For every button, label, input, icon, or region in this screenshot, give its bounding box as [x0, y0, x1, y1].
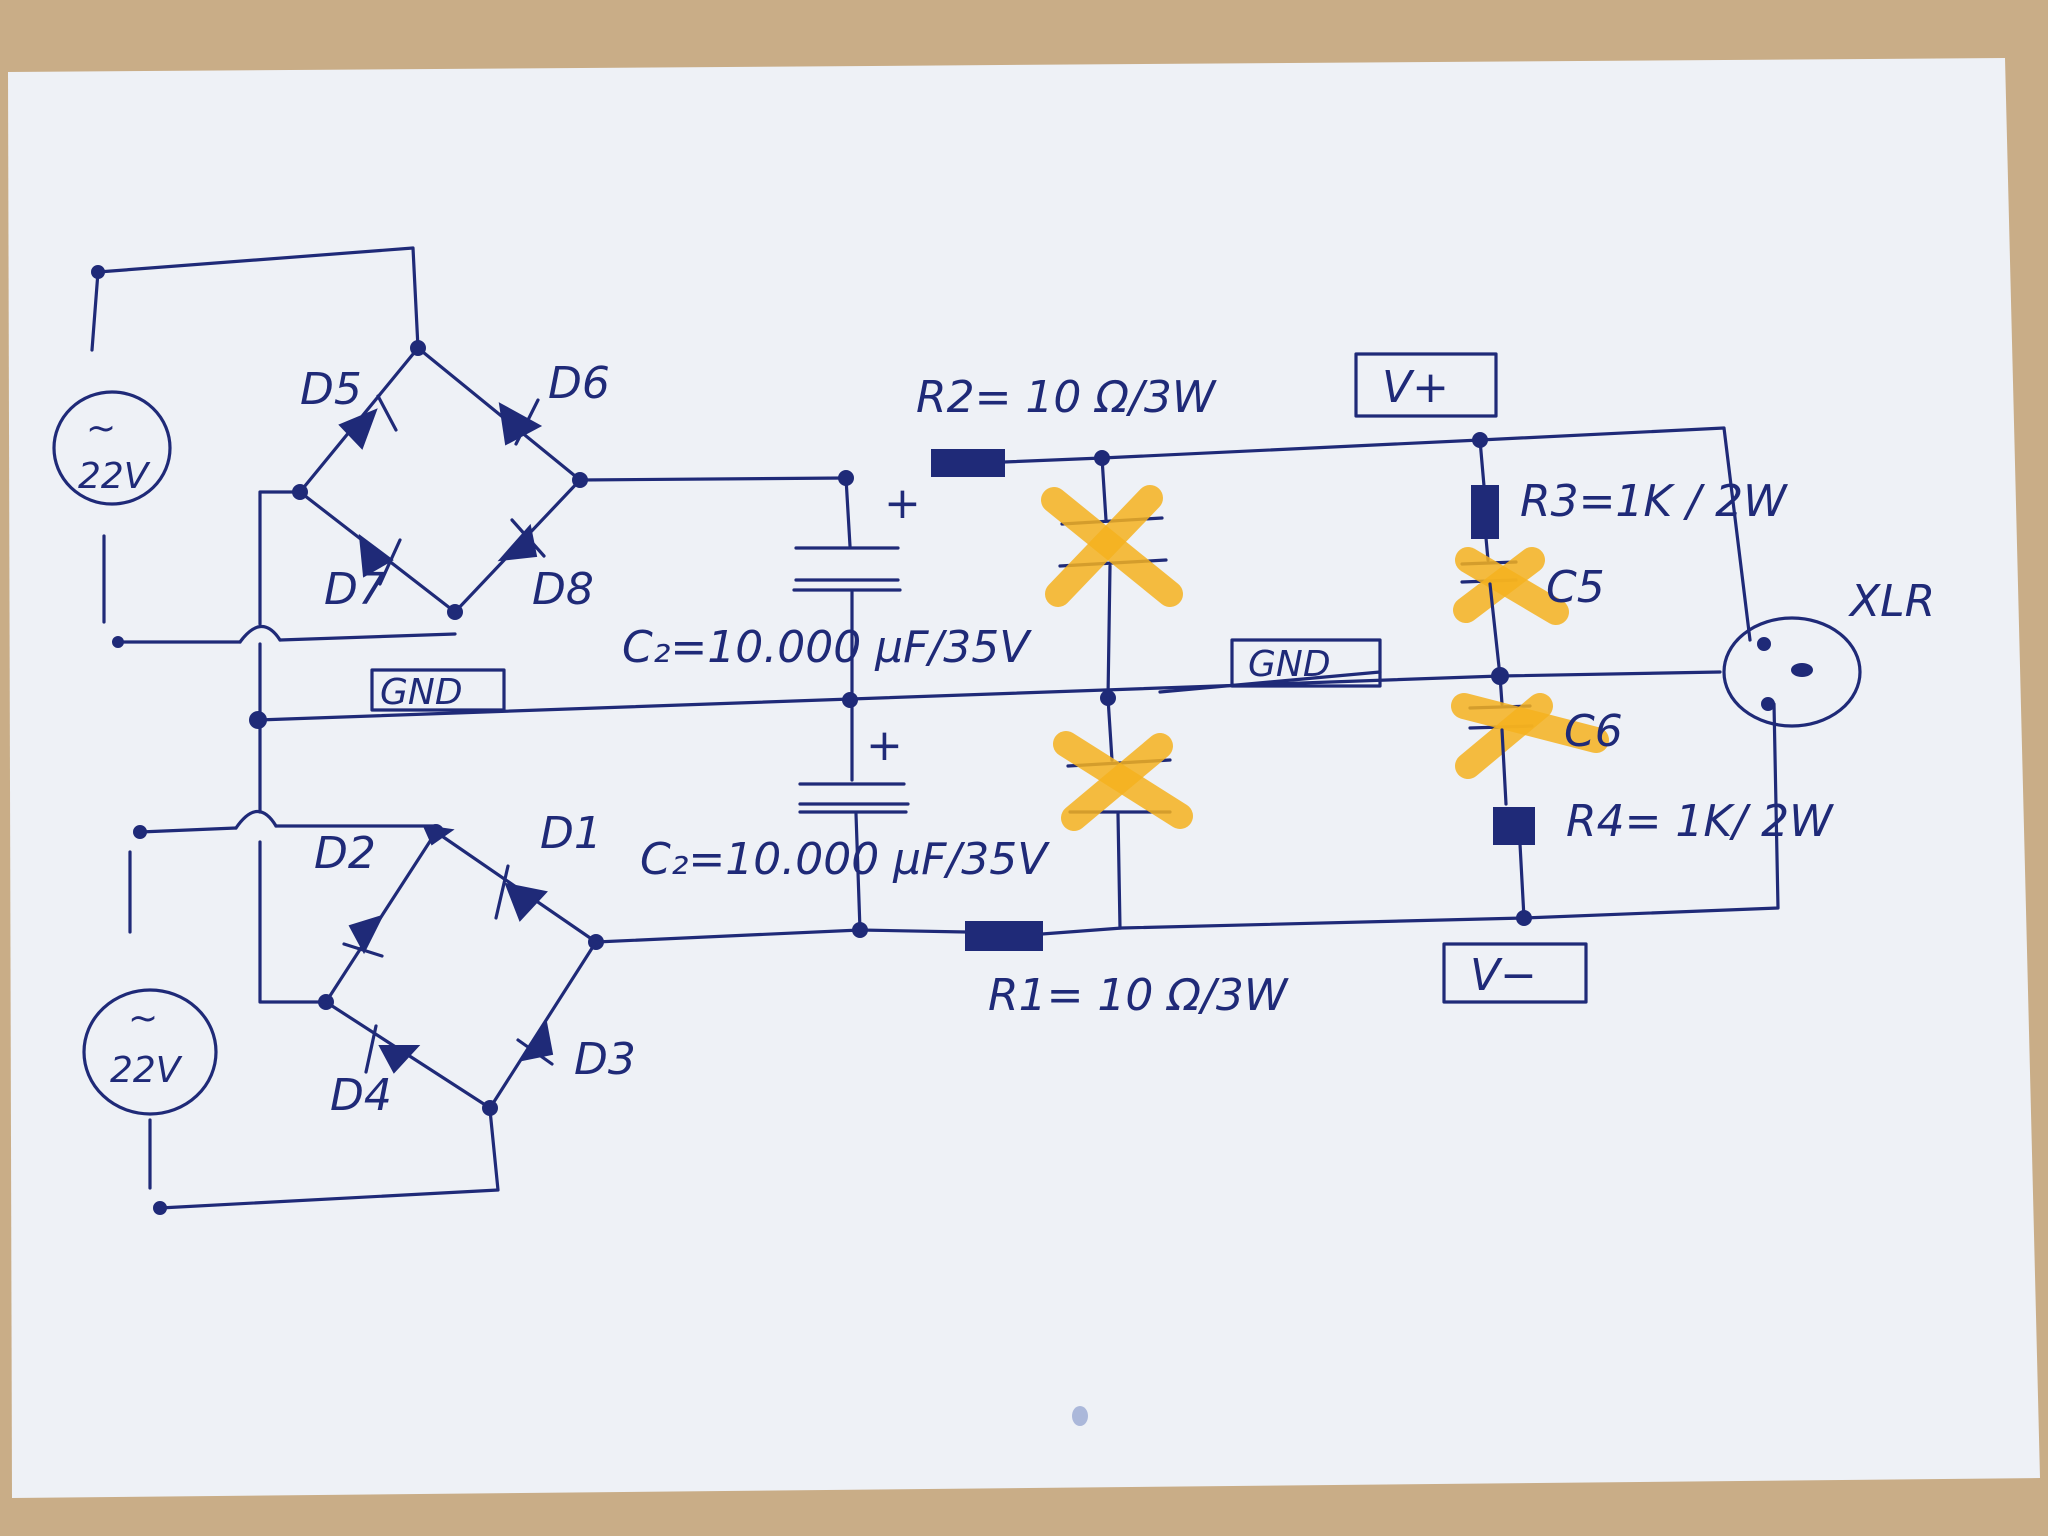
- plus-bottom: +: [866, 720, 903, 771]
- capacitor-c2-bottom: + C₂=10.000 μF/35V: [640, 698, 1050, 932]
- svg-text:22V: 22V: [110, 1050, 183, 1091]
- ac-source-top: ~ 22V: [52, 246, 420, 648]
- diode-d4: [364, 1024, 421, 1074]
- v-minus-tag: V−: [1470, 950, 1537, 1001]
- bridge-rectifier-top: D5 D6 D7 D8: [292, 340, 610, 620]
- gnd-tag-mid: GND: [1248, 644, 1331, 685]
- ac-source-bottom: ~ 22V: [82, 825, 500, 1215]
- diode-top-small: [422, 824, 455, 846]
- resistor-r1: [965, 921, 1043, 951]
- paper-sheet: [8, 58, 2040, 1498]
- label-c2-top: C₂=10.000 μF/35V: [622, 622, 1032, 673]
- svg-text:~: ~: [128, 998, 158, 1039]
- label-xlr: XLR: [1848, 576, 1935, 627]
- label-r4: R4= 1K/ 2W: [1566, 796, 1834, 847]
- plus-top: +: [884, 478, 921, 529]
- resistor-r4: [1493, 807, 1535, 845]
- crossed-capacitor-upper: [1041, 456, 1183, 700]
- crossed-capacitor-lower: [1053, 696, 1193, 930]
- label-r2: R2= 10 Ω/3W: [916, 372, 1217, 423]
- bridge-rectifier-bottom: D1 D2 D3 D4: [314, 808, 636, 1121]
- label-d8: D8: [532, 564, 594, 615]
- svg-text:22V: 22V: [78, 456, 151, 497]
- label-d7: D7: [324, 564, 386, 615]
- label-d4: D4: [330, 1070, 392, 1121]
- label-c2-bottom: C₂=10.000 μF/35V: [640, 834, 1050, 885]
- resistor-r2: [931, 449, 1005, 477]
- negative-rail: R1= 10 Ω/3W V−: [594, 702, 1780, 1021]
- resistor-r3: [1471, 485, 1499, 539]
- diode-d5: [338, 394, 398, 450]
- label-c6: C6: [1564, 706, 1623, 757]
- diode-d8: [497, 518, 546, 562]
- diode-d3: [516, 1019, 554, 1066]
- diode-d2: [342, 914, 384, 958]
- gnd-tag-left: GND: [380, 672, 463, 713]
- label-d6: D6: [548, 358, 610, 409]
- ink-blot: [1072, 1406, 1088, 1426]
- capacitor-c2-top: + C₂=10.000 μF/35V: [622, 476, 1032, 702]
- diode-d6: [498, 398, 543, 446]
- label-r3: R3=1K / 2W: [1520, 476, 1788, 527]
- label-d3: D3: [574, 1034, 636, 1085]
- v-plus-tag: V+: [1382, 362, 1449, 413]
- svg-text:~: ~: [86, 408, 116, 449]
- diode-d1: [494, 864, 548, 922]
- label-c5: C5: [1546, 562, 1605, 613]
- right-branch: R3=1K / 2W C5 C6 R4= 1K/ 2W GND: [1230, 438, 1834, 920]
- label-r1: R1= 10 Ω/3W: [988, 970, 1289, 1021]
- xlr-connector: XLR: [1722, 576, 1935, 728]
- diode-d7: [358, 533, 402, 586]
- label-d1: D1: [540, 808, 602, 859]
- label-d5: D5: [300, 364, 362, 415]
- label-d2: D2: [314, 828, 376, 879]
